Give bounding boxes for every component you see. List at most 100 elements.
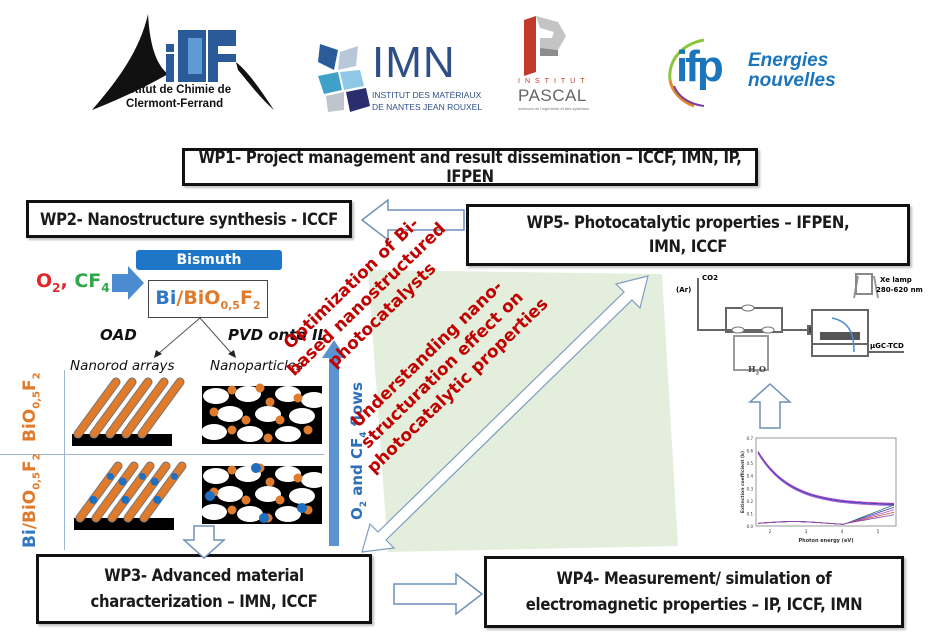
row1-label: BiO0,5F2	[20, 372, 43, 442]
logo-imn: IMN INSTITUT DES MATÉRIAUX DE NANTES JEA…	[310, 38, 500, 116]
oxide-particle	[227, 385, 237, 395]
pascal-name: PASCAL	[518, 86, 587, 105]
logo-institut-pascal: INSTITUT PASCAL sciences de l'ingénierie…	[512, 14, 622, 114]
gas-arrow-icon	[112, 266, 144, 300]
pore	[301, 472, 327, 488]
method-pvd: PVD onto IL	[228, 326, 328, 344]
oxide-particle	[227, 505, 237, 515]
wp5-label-line1: WP5- Photocatalytic properties – IFPEN,	[526, 213, 850, 232]
bi-dot	[150, 477, 159, 486]
plot-xtick: 5	[877, 529, 880, 534]
imn-line2: DE NANTES JEAN ROUXEL	[372, 102, 483, 112]
nanoparticles-bi	[201, 463, 327, 524]
pore	[289, 408, 315, 424]
plot-ytick: 0.0	[747, 524, 754, 529]
oxide-particle	[265, 477, 275, 487]
plot-series-line	[757, 451, 895, 505]
gas-cf4: CF4	[74, 270, 110, 295]
plot-series-line	[757, 450, 895, 504]
oxide-particle	[209, 407, 219, 417]
pore	[217, 406, 243, 422]
iccf-line2: Clermont-Ferrand	[126, 98, 224, 110]
arrow-wp3-to-wp4-icon	[393, 572, 484, 616]
wp3-box: WP3- Advanced material characterization …	[36, 554, 372, 624]
bi-dot	[121, 495, 130, 504]
oxide-particle	[275, 415, 285, 425]
nanorod	[122, 378, 168, 438]
wp4-box: WP4- Measurement/ simulation of electrom…	[484, 556, 904, 628]
bi-particle	[205, 491, 215, 501]
arrow-wp5-to-wp2-icon	[360, 198, 465, 242]
plot-ytick: 0.5	[747, 461, 754, 466]
plot-series-line	[757, 452, 895, 505]
pascal-tagline: sciences de l'ingénierie et des systèmes	[518, 106, 590, 111]
grid-hline	[0, 454, 324, 455]
gas-o2: O2	[36, 270, 61, 295]
nanorod-array-bi	[74, 461, 187, 530]
nanorod	[106, 378, 152, 438]
plot-series-line	[757, 452, 895, 506]
plot-ytick: 0.3	[747, 486, 754, 491]
center-panel	[361, 270, 678, 553]
gas-inputs: O2, CF4	[36, 270, 110, 295]
oxide-particle	[255, 383, 265, 393]
plot-xlabel: Photon energy (eV)	[798, 538, 853, 544]
pore	[275, 426, 301, 442]
setup-water: H2O	[748, 364, 767, 377]
setup-gas-alt: (Ar)	[676, 286, 691, 294]
oxide-particle	[241, 495, 251, 505]
pore	[235, 386, 261, 402]
flows-arrow-icon	[322, 340, 346, 546]
pore	[255, 406, 281, 422]
iccf-mark-icon	[92, 14, 274, 110]
oxide-particle	[227, 465, 237, 475]
bi-dot	[153, 495, 162, 504]
oxide-particle	[275, 495, 285, 505]
pascal-top: INSTITUT	[518, 78, 590, 85]
bismuth-target: Bismuth	[136, 250, 282, 270]
ifpen-line2: nouvelles	[748, 70, 836, 91]
plot-series-line	[757, 453, 895, 506]
iccf-line1: Institut de Chimie de	[118, 84, 232, 96]
wp3-label-line1: WP3- Advanced material	[104, 566, 304, 585]
pore	[275, 506, 301, 522]
pore	[201, 424, 227, 440]
oxide-particle	[293, 393, 303, 403]
plot-ytick: 0.6	[747, 449, 754, 454]
bi-dot	[170, 472, 178, 480]
logo-iccf: Institut de Chimie de Clermont-Ferrand	[88, 10, 278, 116]
wp4-label-line1: WP4- Measurement/ simulation of	[556, 569, 832, 588]
col-nanorods: Nanorod arrays	[70, 358, 175, 374]
pore	[203, 468, 229, 484]
ifpen-line1: Energies	[748, 50, 829, 71]
nanorod	[138, 378, 184, 438]
pore	[255, 486, 281, 502]
pore	[289, 488, 315, 504]
oxide-particle	[265, 397, 275, 407]
wp5-label-line2: IMN, ICCF	[648, 237, 728, 256]
pore	[203, 388, 229, 404]
imn-mark: IMN	[372, 38, 456, 87]
plot-ytick: 0.4	[747, 474, 754, 479]
bi-dot	[106, 472, 114, 480]
plot-xtick: 4	[841, 529, 844, 534]
wp2-box: WP2- Nanostructure synthesis - ICCF	[26, 200, 352, 238]
wp3-label-line2: characterization – IMN, ICCF	[90, 592, 318, 611]
double-arrow-icon	[361, 275, 649, 553]
bi-particle	[251, 463, 261, 473]
oxide-particle	[303, 425, 313, 435]
plot-xtick: 3	[805, 529, 808, 534]
bi-particle	[297, 503, 307, 513]
oxide-particle	[227, 425, 237, 435]
row2-label: Bi/BiO0,5F2	[20, 453, 43, 548]
bi-dot	[89, 495, 98, 504]
wp4-label-line2: electromagnetic properties – IP, ICCF, I…	[525, 595, 863, 614]
nanorod-array-oxide	[72, 377, 185, 446]
photoreactor-setup: CO2 (Ar) Xe lamp 280-620 nm µGC-TCD	[676, 273, 923, 371]
plot-ytick: 0.1	[747, 511, 754, 516]
pore	[301, 392, 327, 408]
plot-ytick: 0.7	[747, 436, 754, 441]
col-nanoparticles: Nanoparticles	[210, 358, 304, 374]
bi-dot	[138, 472, 146, 480]
